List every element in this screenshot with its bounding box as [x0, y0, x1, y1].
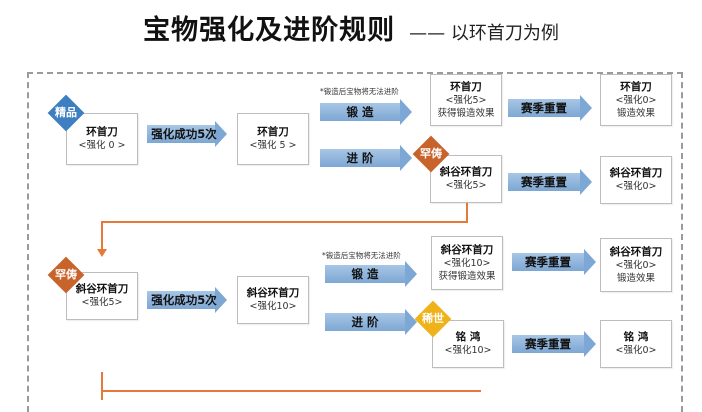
badge-jingpin-label: 精品 [55, 106, 77, 119]
item-level: <强化5> [445, 94, 487, 106]
arrow-forge-label: 锻 造 [346, 105, 374, 119]
badge-hantao-label: 罕俦 [55, 268, 77, 281]
item-level: <强化 5 > [249, 140, 297, 151]
dashed-frame [27, 72, 683, 412]
item-name: 环首刀 [86, 126, 118, 138]
item-name: 斜谷环首刀 [609, 167, 663, 179]
item-effect: 获得锻造效果 [437, 107, 495, 119]
arrow-enhance-label: 强化成功5次 [151, 127, 217, 141]
item-box-row2-advanced-reset: 铭 鸿 <强化0> [600, 320, 672, 368]
item-effect: 锻造效果 [616, 107, 655, 119]
item-effect: 获得锻造效果 [438, 270, 496, 282]
item-box-row1-forged: 环首刀 <强化5> 获得锻造效果 [430, 74, 502, 126]
item-box-row2-forged-reset: 斜谷环首刀 <强化0> 锻造效果 [600, 238, 672, 292]
item-name: 斜谷环首刀 [246, 287, 300, 299]
item-level: <强化5> [81, 297, 123, 308]
item-level: <强化0> [615, 259, 657, 271]
item-level: <强化10> [444, 345, 492, 356]
item-box-row1-forged-reset: 环首刀 <强化0> 锻造效果 [600, 74, 672, 126]
arrow-reset-row2-advance: 赛季重置 [512, 331, 596, 357]
item-level: <强化5> [445, 180, 487, 191]
badge-hantao-label: 罕俦 [420, 147, 442, 160]
item-box-row2-enhanced: 斜谷环首刀 <强化10> [237, 276, 309, 324]
connector-line [101, 221, 468, 223]
item-level: <强化 0 > [78, 140, 126, 151]
connector-line [466, 203, 468, 222]
title-main: 宝物强化及进阶规则 [143, 15, 396, 46]
arrow-forge-row2: 锻 造 [325, 261, 417, 287]
item-name: 铭 鸿 [623, 331, 649, 343]
item-level: <强化10> [249, 301, 297, 312]
arrow-forge-label: 锻 造 [351, 267, 379, 281]
connector-line [101, 221, 103, 251]
item-name: 环首刀 [620, 80, 652, 93]
item-box-row1-advanced: 斜谷环首刀 <强化5> [430, 155, 502, 203]
badge-xishi-label: 稀世 [422, 312, 444, 325]
arrow-reset-label: 赛季重置 [525, 255, 571, 269]
item-level: <强化10> [443, 257, 491, 269]
item-effect: 锻造效果 [616, 272, 655, 284]
arrow-reset-label: 赛季重置 [521, 175, 567, 189]
item-box-row1-start: 环首刀 <强化 0 > [66, 113, 138, 165]
item-name: 斜谷环首刀 [609, 245, 663, 258]
arrow-reset-label: 赛季重置 [521, 101, 567, 115]
forge-note-row1: *锻造后宝物将无法进阶 [320, 87, 399, 96]
arrow-advance-row2: 进 阶 [325, 309, 417, 335]
connector-line [101, 390, 481, 392]
diagram-title: 宝物强化及进阶规则 —— 以环首刀为例 [0, 8, 702, 47]
arrow-reset-row1-forge: 赛季重置 [508, 95, 592, 121]
arrow-reset-row2-forge: 赛季重置 [512, 249, 596, 275]
item-box-row2-forged: 斜谷环首刀 <强化10> 获得锻造效果 [431, 236, 503, 290]
arrow-reset-row1-advance: 赛季重置 [508, 169, 592, 195]
item-box-row1-enhanced: 环首刀 <强化 5 > [237, 113, 309, 165]
item-box-row2-start: 斜谷环首刀 <强化5> [66, 272, 138, 320]
arrow-reset-label: 赛季重置 [525, 337, 571, 351]
arrow-enhance-row1: 强化成功5次 [147, 121, 227, 147]
item-level: <强化0> [615, 94, 657, 106]
arrow-enhance-row2: 强化成功5次 [147, 287, 227, 313]
item-name: 铭 鸿 [455, 331, 481, 343]
item-name: 斜谷环首刀 [439, 166, 493, 178]
item-level: <强化0> [615, 181, 657, 192]
title-sub: —— 以环首刀为例 [409, 23, 559, 44]
item-name: 环首刀 [257, 126, 289, 138]
arrow-forge-row1: 锻 造 [320, 99, 412, 125]
arrow-advance-label: 进 阶 [346, 151, 374, 165]
item-name: 斜谷环首刀 [75, 283, 129, 295]
item-level: <强化0> [615, 345, 657, 356]
arrow-advance-row1: 进 阶 [320, 145, 412, 171]
forge-note-row2: *锻造后宝物将无法进阶 [322, 251, 401, 260]
connector-arrowhead [97, 249, 107, 257]
connector-line [101, 372, 103, 400]
arrow-enhance-label: 强化成功5次 [151, 293, 217, 307]
item-name: 环首刀 [450, 80, 482, 93]
item-box-row2-advanced: 铭 鸿 <强化10> [432, 320, 504, 368]
arrow-advance-label: 进 阶 [351, 315, 379, 329]
item-box-row1-advanced-reset: 斜谷环首刀 <强化0> [600, 156, 672, 204]
item-name: 斜谷环首刀 [440, 243, 494, 256]
